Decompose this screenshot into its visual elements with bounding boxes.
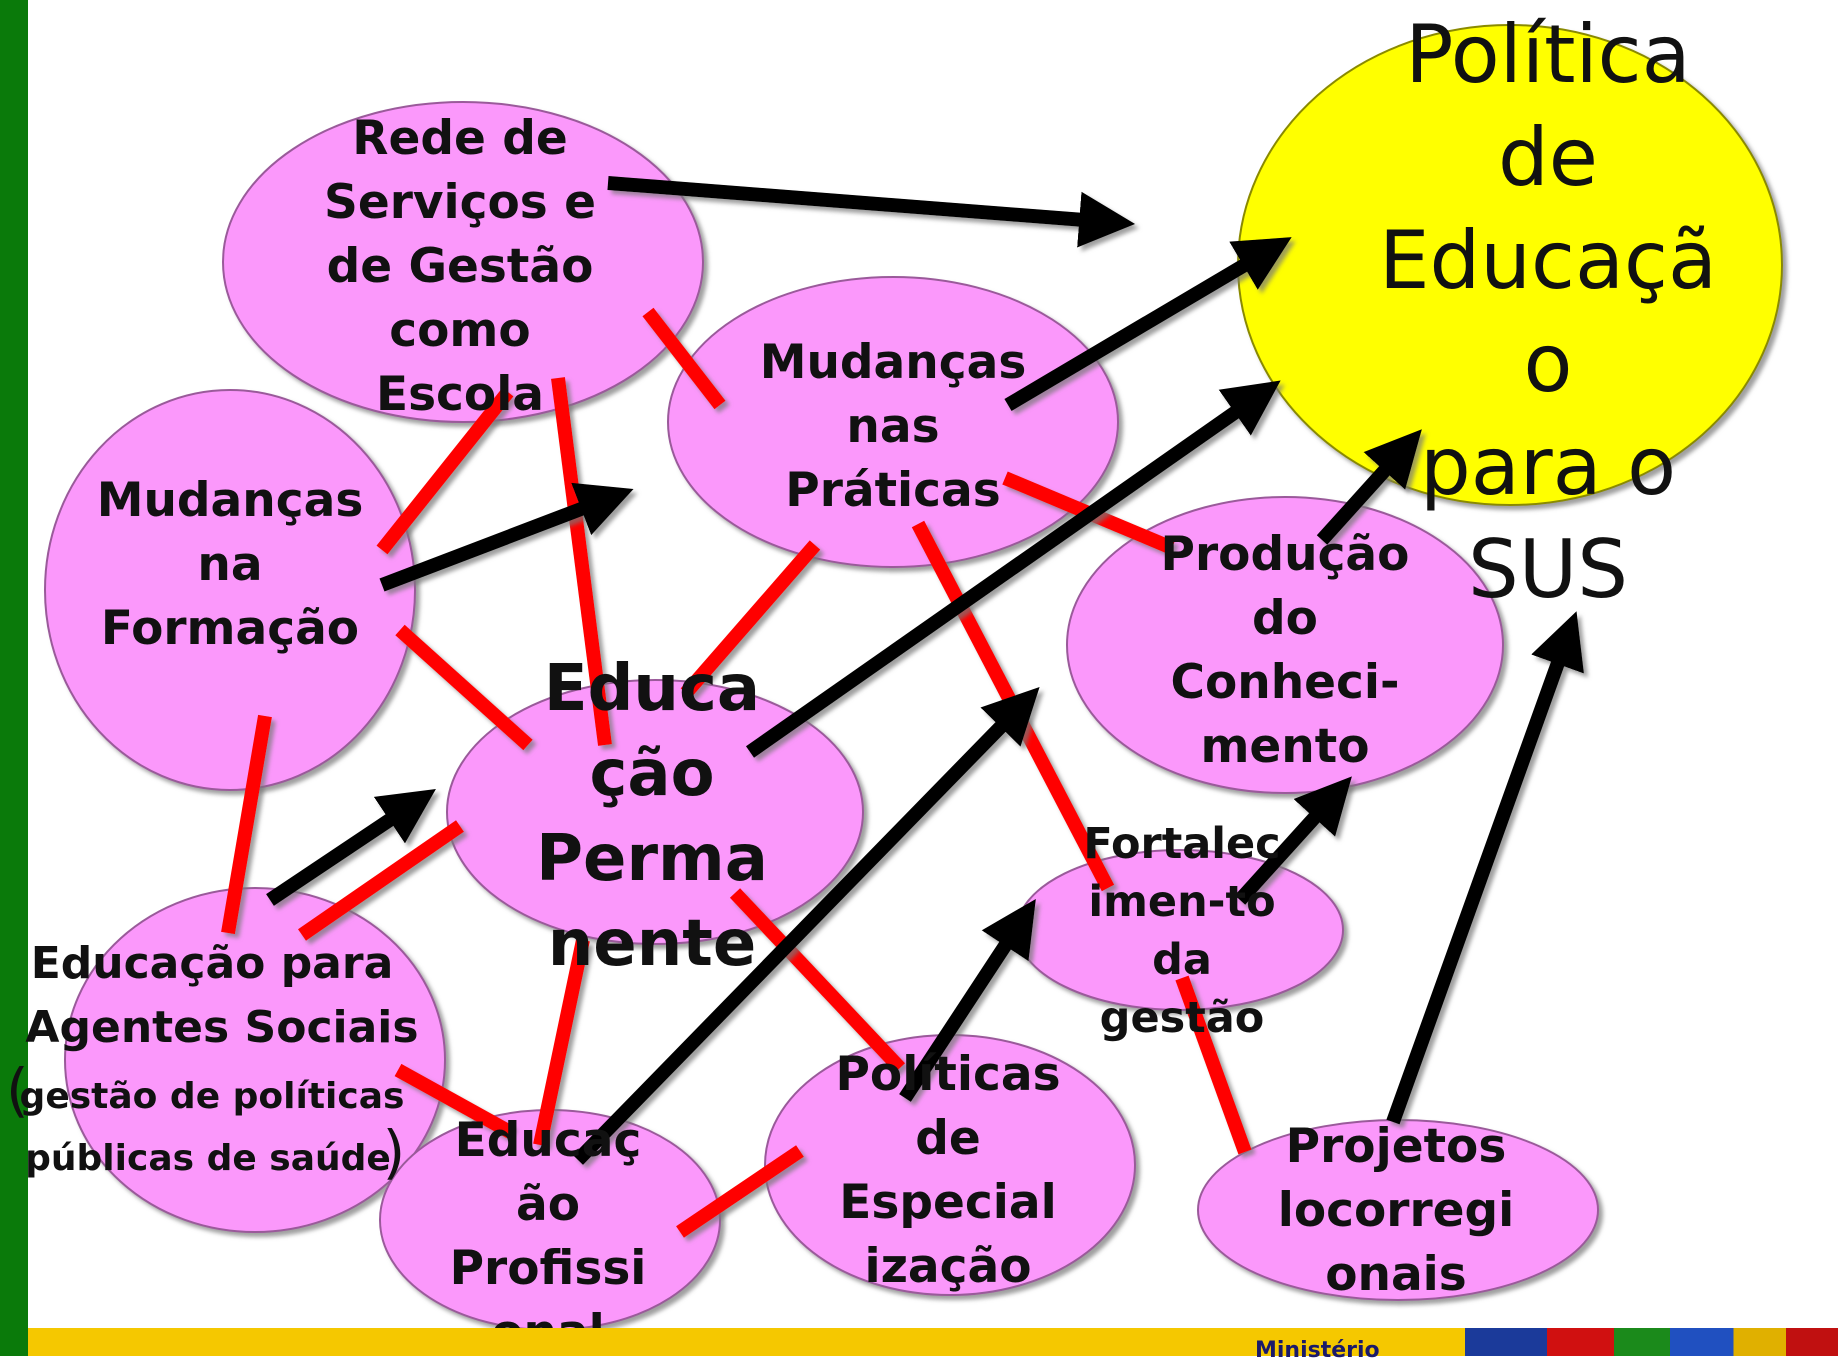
label-line: Serviços e <box>324 175 596 230</box>
node-projetos-label: Projetos locorregi onais <box>1278 1119 1515 1302</box>
label-line: ção <box>589 737 714 811</box>
node-rede-shape <box>222 101 704 423</box>
label-line: da <box>1152 935 1212 985</box>
link-permanente-profissional <box>533 938 590 1147</box>
label-line: Projetos <box>1286 1119 1507 1174</box>
paren-open: ( <box>6 1056 29 1124</box>
label-line: Educaç <box>455 1113 642 1168</box>
arrow-permanente-politica <box>745 380 1281 758</box>
label-line: nente <box>548 907 757 981</box>
label-line: Profissi <box>450 1241 647 1296</box>
label-line: Política <box>1405 8 1690 101</box>
link-praticas-permanente <box>680 540 821 698</box>
node-formacao-label: Mudanças na Formação <box>97 473 364 656</box>
node-formacao-shape <box>44 389 416 791</box>
left-accent-bar <box>0 0 28 1356</box>
label-line: nas <box>846 399 939 454</box>
label-line: do <box>1252 591 1318 646</box>
link-agentes-profissional <box>394 1063 514 1139</box>
node-praticas-label: Mudanças nas Práticas <box>760 335 1027 518</box>
label-line: ização <box>864 1239 1031 1294</box>
arrow-producao-politica <box>1316 429 1422 545</box>
label-line: Mudanças <box>760 335 1027 390</box>
label-line: Perma <box>536 822 768 896</box>
label-line: Educaçã <box>1379 214 1717 307</box>
label-line: Políticas <box>835 1047 1060 1102</box>
arrow-profissional-producao <box>572 686 1040 1165</box>
arrow-rede-politica <box>607 176 1136 248</box>
node-agentes-shape <box>64 887 446 1233</box>
node-agentes-label: Educação para Agentes Sociais ( gestão d… <box>6 938 419 1186</box>
label-line: gestão <box>1100 993 1265 1043</box>
link-formacao-permanente <box>395 624 533 751</box>
link-profissional-especializacao <box>676 1145 804 1238</box>
label-line: de Gestão <box>327 239 594 294</box>
brasil-logo <box>1465 1328 1838 1356</box>
label-line: de <box>915 1111 981 1166</box>
node-producao-shape <box>1066 496 1504 794</box>
link-agentes-permanente <box>298 820 464 941</box>
label-line: para o <box>1420 420 1676 513</box>
label-line: mento <box>1200 719 1369 774</box>
node-especializacao-label: Políticas de Especial ização <box>835 1047 1060 1294</box>
node-fortalecimento-label: Fortalec imen-to da gestão <box>1083 819 1280 1043</box>
label-line: Conheci- <box>1170 655 1399 710</box>
link-fortalecimento-projetos <box>1175 975 1252 1155</box>
label-line: Especial <box>839 1175 1056 1230</box>
label-line: locorregi <box>1278 1183 1515 1238</box>
label-line: Rede de <box>352 111 567 166</box>
diagram-bubbles <box>44 24 1783 1331</box>
node-producao-label: Produção do Conheci- mento <box>1161 527 1410 774</box>
ministry-label: Ministério <box>1255 1338 1380 1363</box>
arrow-agentes-permanente <box>266 788 436 906</box>
node-politica-label: Política de Educaçã o para o SUS <box>1379 8 1717 616</box>
arrow-projetos-politica <box>1386 611 1584 1125</box>
label-line: na <box>197 537 262 592</box>
link-permanente-especializacao <box>729 888 906 1073</box>
arrow-fortalecimento-producao <box>1234 776 1352 905</box>
label-line: Mudanças <box>97 473 364 528</box>
label-line: Formação <box>101 601 359 656</box>
label-line: imen-to <box>1088 877 1275 927</box>
label-line: como <box>389 303 530 358</box>
label-line: ão <box>516 1177 580 1232</box>
red-links <box>221 307 1252 1238</box>
label-line: SUS <box>1468 523 1628 616</box>
arrow-praticas-politica <box>1004 237 1292 412</box>
link-formacao-agentes <box>221 714 272 935</box>
label-line: Educa <box>544 652 760 726</box>
arrow-especializacao-fortalecimento <box>899 898 1036 1102</box>
link-rede-praticas <box>642 307 726 410</box>
label-line: Escola <box>376 367 544 422</box>
label-line: Educação para <box>31 938 394 989</box>
arrow-formacao-praticas <box>379 482 634 592</box>
black-arrows <box>266 176 1584 1165</box>
label-line: Agentes Sociais <box>25 1002 418 1053</box>
label-line: o <box>1524 317 1573 410</box>
node-educacao-permanente-label: Educa ção Perma nente <box>536 652 768 981</box>
label-line: de <box>1498 111 1598 204</box>
label-line: Práticas <box>785 463 1000 518</box>
label-line: gestão de políticas <box>20 1076 405 1117</box>
link-rede-permanente <box>551 377 612 746</box>
paren-close: ) <box>383 1118 406 1186</box>
node-rede-label: Rede de Serviços e de Gestão como Escola <box>324 111 596 422</box>
node-praticas-shape <box>667 276 1119 568</box>
link-rede-formacao <box>376 387 514 555</box>
label-line: públicas de saúde <box>25 1138 391 1179</box>
label-line: onais <box>1325 1247 1467 1302</box>
label-line: Fortalec <box>1083 819 1280 869</box>
label-line: Produção <box>1161 527 1410 582</box>
